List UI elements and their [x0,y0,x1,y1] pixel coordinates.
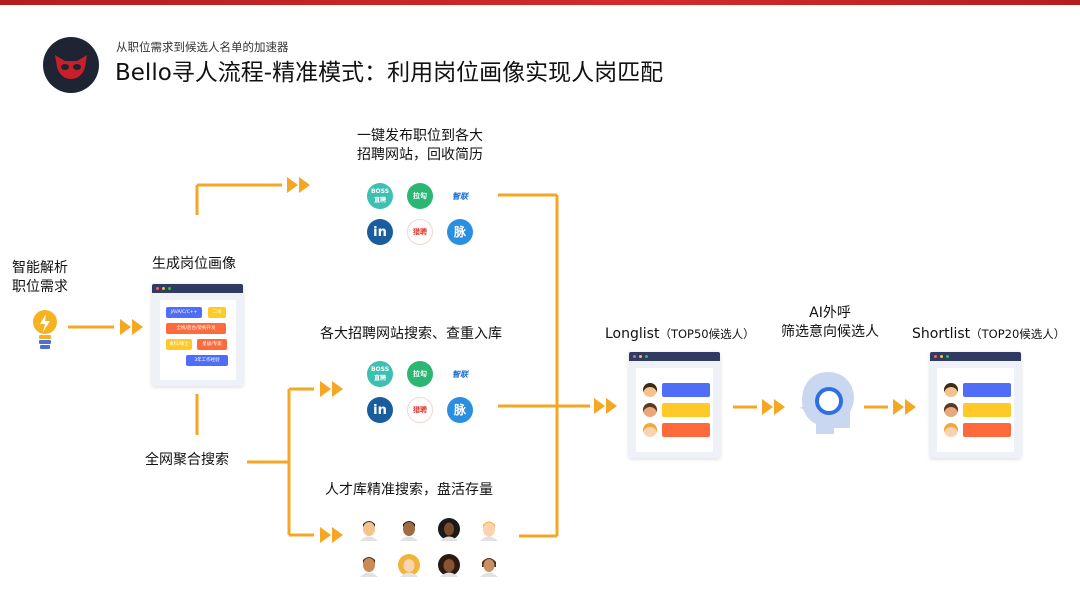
zhilian-icon: 智联 [447,183,473,209]
person-icon [358,554,380,577]
candidate-avatar [643,383,657,397]
profile-tag: 星级/专家 [197,339,227,350]
longlist-card [629,352,720,458]
maimai-icon: 脉 [447,397,473,423]
page-title: Bello寻人流程-精准模式：利用岗位画像实现人岗匹配 [115,60,664,86]
candidate-row [963,423,1011,437]
candidate-row [662,383,710,397]
card-title-bar [629,352,720,361]
longlist-note: （TOP50候选人） [659,327,755,341]
person-icon [358,518,380,541]
card-title-bar [152,284,243,293]
profile-tag: 3年工作经验 [186,355,228,366]
candidate-avatar [944,423,958,437]
maimai-icon: 脉 [447,219,473,245]
page-subtitle: 从职位需求到候选人名单的加速器 [116,40,289,54]
profile-tag: 本科/硕士 [166,339,192,350]
shortlist-name: Shortlist [912,326,971,342]
ai-head-icon [798,368,858,436]
boss-zhipin-icon: BOSS 直聘 [367,361,393,387]
shortlist-note: （TOP20候选人） [970,327,1066,341]
step-talent-pool-label: 人才库精准搜索，盘活存量 [325,482,493,498]
profile-tag: 二线 [208,307,226,318]
candidate-row [662,403,710,417]
candidate-avatar [643,403,657,417]
lightbulb-icon [31,308,59,352]
zhilian-icon: 智联 [447,361,473,387]
shortlist-label: Shortlist（TOP20候选人） [912,325,1065,344]
candidate-row [963,403,1011,417]
person-icon [398,518,420,541]
step-sites-search-label: 各大招聘网站搜索、查重入库 [320,326,502,342]
candidate-avatar [643,423,657,437]
lagou-icon: 拉勾 [407,183,433,209]
liepin-icon: 猎聘 [407,397,433,423]
step-publish-label: 一键发布职位到各大 招聘网站，回收简历 [357,128,483,163]
shortlist-card [930,352,1021,458]
longlist-label: Longlist（TOP50候选人） [605,325,755,344]
person-icon [478,518,500,541]
window-dots [633,355,648,358]
card-body: JAVA/C/C++ 二线 全栈/后台/架构开发 本科/硕士 星级/专家 3年工… [160,300,236,380]
window-dots [156,287,171,290]
step-profile-label: 生成岗位画像 [152,256,236,272]
top-accent-bar [0,0,1080,5]
window-dots [934,355,949,358]
linkedin-icon: in [367,397,393,423]
boss-zhipin-icon: BOSS 直聘 [367,183,393,209]
longlist-name: Longlist [605,326,660,342]
linkedin-icon: in [367,219,393,245]
liepin-icon: 猎聘 [407,219,433,245]
step-parse-label: 智能解析 职位需求 [12,260,68,295]
lagou-icon: 拉勾 [407,361,433,387]
candidate-avatar [944,403,958,417]
double-arrow-icon [120,177,916,543]
job-profile-card: JAVA/C/C++ 二线 全栈/后台/架构开发 本科/硕士 星级/专家 3年工… [152,284,243,386]
step-ai-call-label: AI外呼 筛选意向候选人 [781,305,879,340]
candidate-avatar [944,383,958,397]
candidate-row [963,383,1011,397]
profile-tag: JAVA/C/C++ [166,307,202,318]
card-body [937,368,1014,452]
profile-tag: 全栈/后台/架构开发 [166,323,226,334]
person-icon [398,554,420,577]
person-icon [478,554,500,577]
card-title-bar [930,352,1021,361]
bello-logo [43,37,99,93]
person-icon [438,554,460,577]
logo-mask-icon [55,55,87,79]
person-icon [438,518,460,541]
card-body [636,368,713,452]
step-search-all-label: 全网聚合搜索 [145,452,229,468]
candidate-row [662,423,710,437]
